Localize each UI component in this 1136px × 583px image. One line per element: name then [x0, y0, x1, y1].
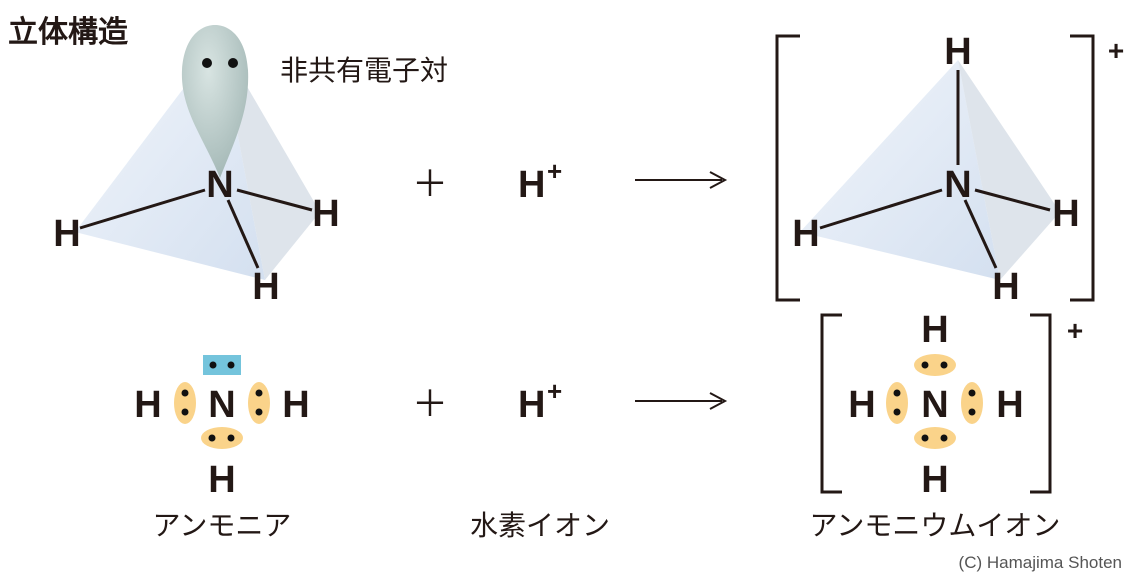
svg-text:H: H [518, 384, 545, 426]
atom-n: N [206, 164, 233, 206]
copyright: (C) Hamajima Shoten [959, 553, 1122, 572]
svg-text:+: + [547, 156, 562, 186]
label-ammonia: アンモニア [153, 509, 292, 542]
ammonium-lewis: H N H H H + [820, 309, 1083, 501]
svg-text:H: H [208, 459, 235, 501]
atom-h: H [252, 266, 279, 308]
svg-text:H: H [518, 164, 545, 206]
ammonia-3d-model: N H H H [53, 25, 340, 308]
svg-text:H: H [921, 309, 948, 351]
svg-text:H: H [848, 384, 875, 426]
ammonium-3d-model: H N H H H + [775, 31, 1124, 308]
charge: + [1108, 35, 1124, 66]
ammonia-lewis: H N H H [134, 355, 310, 501]
svg-text:N: N [208, 384, 235, 426]
svg-text:N: N [921, 384, 948, 426]
plus-sign: ＋ [412, 384, 448, 425]
reaction-arrow [635, 392, 728, 410]
reaction-arrow [635, 171, 728, 189]
atom-h: H [992, 266, 1019, 308]
atom-h: H [792, 213, 819, 255]
svg-text:H: H [921, 459, 948, 501]
left-bracket [775, 34, 800, 302]
hydrogen-ion-top: H + [518, 156, 562, 206]
svg-text:H: H [996, 384, 1023, 426]
atom-h: H [53, 213, 80, 255]
atom-n: N [944, 164, 971, 206]
label-ammonium-ion: アンモニウムイオン [810, 509, 1061, 542]
svg-text:+: + [547, 376, 562, 406]
atom-h: H [944, 31, 971, 73]
svg-text:H: H [282, 384, 309, 426]
plus-sign: ＋ [412, 164, 448, 205]
lone-pair-highlight [203, 355, 241, 375]
svg-text:H: H [134, 384, 161, 426]
atom-h: H [312, 193, 339, 235]
atom-h: H [1052, 193, 1079, 235]
label-hydrogen-ion: 水素イオン [470, 509, 610, 542]
lone-pair-label: 非共有電子対 [280, 54, 448, 87]
svg-text:+: + [1067, 315, 1083, 346]
right-bracket [1070, 34, 1095, 302]
hydrogen-ion-bottom: H + [518, 376, 562, 426]
section-title: 立体構造 [8, 15, 128, 50]
